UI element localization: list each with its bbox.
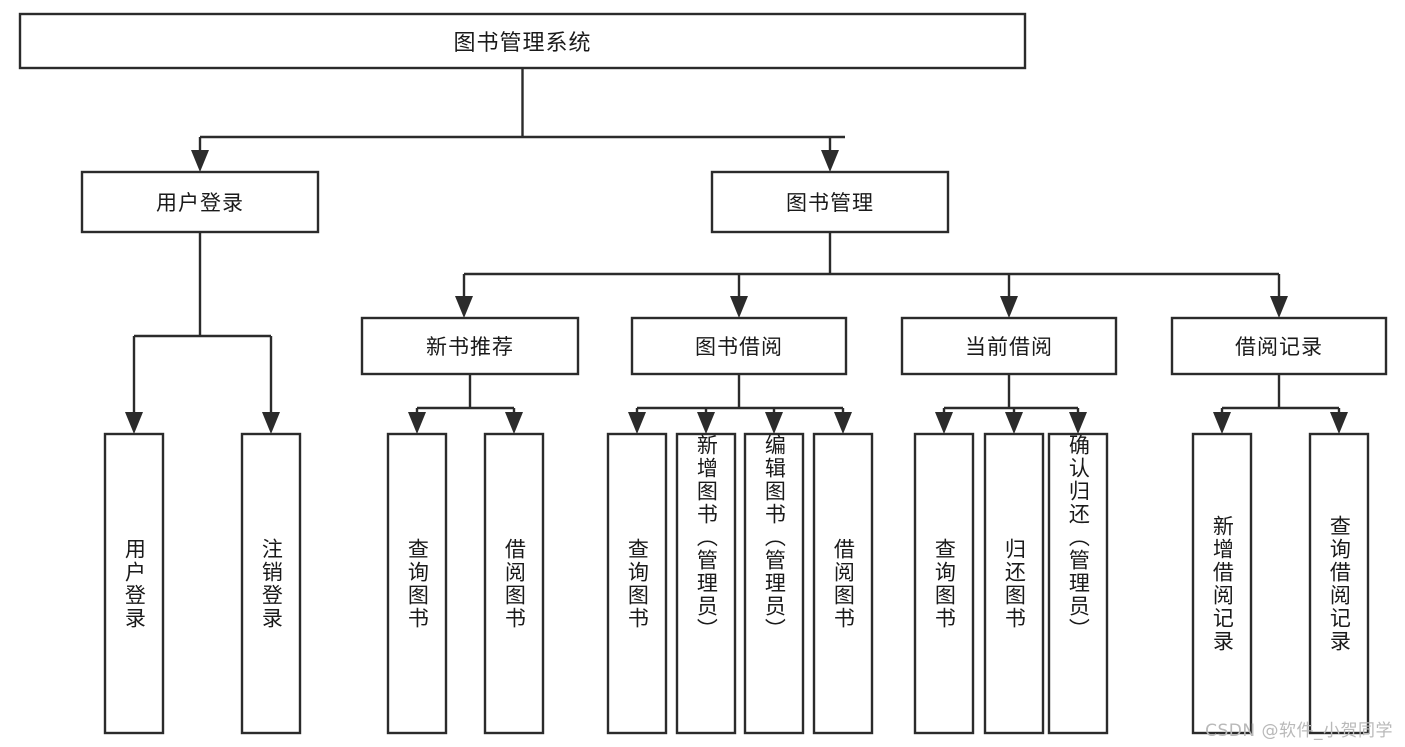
arrow-head-to-book-manage (821, 150, 839, 172)
node-box-leaf-borrow-book-1[interactable] (483, 432, 545, 735)
connector-group-root (191, 68, 845, 172)
arrow-head-leaf-query-book-1 (408, 412, 426, 434)
arrow-head-to-book-borrow (730, 296, 748, 318)
node-box-book-manage[interactable] (710, 170, 950, 234)
node-box-leaf-query-book-3[interactable] (913, 432, 975, 735)
arrow-head-leaf-add-book (697, 412, 715, 434)
node-box-leaf-edit-book[interactable] (743, 432, 805, 735)
connector-group-current-borrow (935, 374, 1087, 434)
node-box-new-book-rec[interactable] (360, 316, 580, 376)
arrow-head-leaf-confirm-return (1069, 412, 1087, 434)
node-box-book-borrow[interactable] (630, 316, 848, 376)
node-box-user-login[interactable] (80, 170, 320, 234)
arrow-head-leaf-return-book (1005, 412, 1023, 434)
arrow-head-leaf-query-book-3 (935, 412, 953, 434)
node-box-leaf-add-book[interactable] (675, 432, 737, 735)
connector-group-user-login (125, 232, 280, 434)
arrow-head-leaf-edit-book (765, 412, 783, 434)
arrow-head-to-borrow-records (1270, 296, 1288, 318)
arrow-head-leaf-borrow-book-2 (834, 412, 852, 434)
node-box-leaf-return-book[interactable] (983, 432, 1045, 735)
connector-group-book-borrow (628, 374, 852, 434)
arrow-head-to-current-borrow (1000, 296, 1018, 318)
node-box-leaf-query-book-1[interactable] (386, 432, 448, 735)
node-box-leaf-add-record[interactable] (1191, 432, 1253, 735)
connector-group-new-book-rec (408, 374, 523, 434)
node-box-leaf-logout[interactable] (240, 432, 302, 735)
arrow-head-leaf-add-record (1213, 412, 1231, 434)
node-box-current-borrow[interactable] (900, 316, 1118, 376)
arrow-head-leaf-user-login (125, 412, 143, 434)
node-box-leaf-user-login[interactable] (103, 432, 165, 735)
arrow-head-leaf-borrow-book-1 (505, 412, 523, 434)
arrow-head-leaf-query-book-2 (628, 412, 646, 434)
connector-group-borrow-records (1213, 374, 1348, 434)
node-box-root[interactable] (18, 12, 1027, 70)
node-box-leaf-query-record[interactable] (1308, 432, 1370, 735)
node-box-leaf-confirm-return[interactable] (1047, 432, 1109, 735)
node-box-leaf-query-book-2[interactable] (606, 432, 668, 735)
arrow-head-to-user-login (191, 150, 209, 172)
node-box-borrow-records[interactable] (1170, 316, 1388, 376)
node-box-leaf-borrow-book-2[interactable] (812, 432, 874, 735)
arrow-head-to-new-book-rec (455, 296, 473, 318)
connector-group-book-manage (455, 232, 1288, 318)
arrow-head-leaf-query-record (1330, 412, 1348, 434)
arrow-head-leaf-logout (262, 412, 280, 434)
